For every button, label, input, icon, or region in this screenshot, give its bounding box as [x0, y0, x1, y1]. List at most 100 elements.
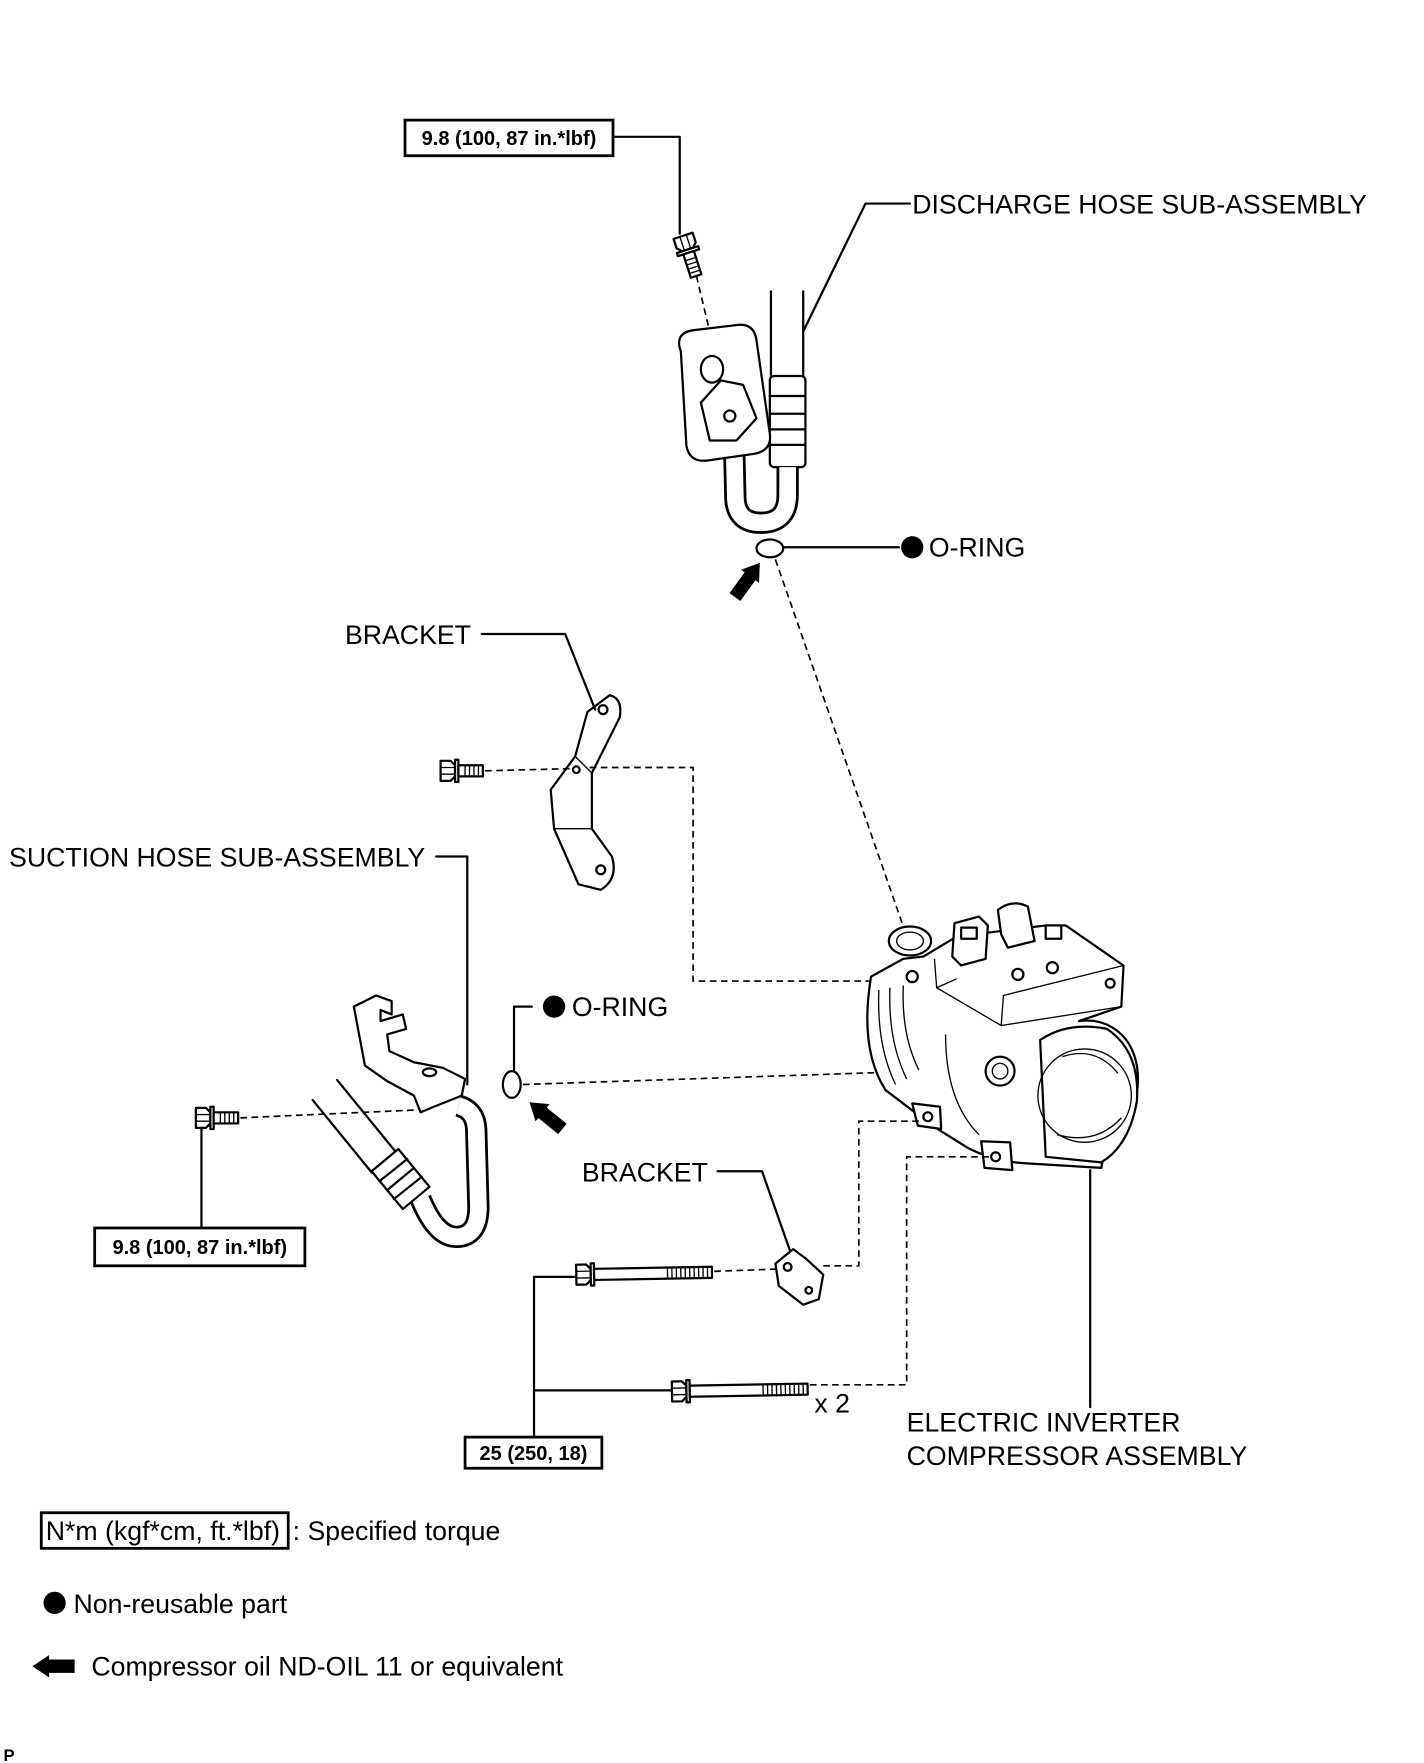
inverter-connector [996, 902, 1036, 949]
leader-line [716, 1170, 791, 1252]
bracket-upper-label: BRACKET [345, 620, 471, 650]
leader-line [802, 202, 912, 333]
o-ring-suction: O-RING [501, 992, 668, 1099]
bracket-lower-label: BRACKET [582, 1157, 708, 1187]
inverter-terminal [1044, 924, 1063, 940]
hose-tube [311, 1078, 398, 1174]
o-ring-discharge: O-RING [755, 533, 1025, 563]
inverter-connector [951, 915, 989, 967]
discharge-port-inner [895, 931, 925, 951]
bracket-lower [774, 1248, 825, 1306]
end-cap-detail [1056, 1052, 1122, 1139]
leader-line [435, 855, 469, 1086]
body-ribs [877, 985, 980, 1136]
inverter-screw [1011, 967, 1025, 982]
assembly-line [485, 766, 906, 982]
torque-box [403, 118, 615, 158]
compressor-oil-arrow-icon [725, 556, 769, 604]
bracket-mount-hole [905, 969, 919, 984]
bracket-hole [804, 1285, 814, 1295]
leader-line [611, 135, 681, 235]
torque-box [463, 1435, 604, 1470]
o-ring-label: O-RING [929, 533, 1025, 563]
legend-compressor-oil-text: Compressor oil ND-OIL 11 or equivalent [91, 1652, 563, 1682]
suction-port-inner [991, 1062, 1009, 1080]
inverter-edges [933, 958, 1124, 1027]
legend-torque-box [39, 1511, 290, 1550]
o-ring [755, 538, 785, 559]
discharge-hose-label: DISCHARGE HOSE SUB-ASSEMBLY [912, 190, 1367, 220]
compressor-oil-arrow-icon [32, 1655, 75, 1678]
inverter-screw [1104, 977, 1116, 989]
discharge-hose-sub-assembly [677, 290, 807, 534]
non-reusable-icon [43, 1591, 66, 1614]
flange-bolt-hole [421, 1067, 438, 1078]
mount-hole [990, 1151, 1002, 1163]
legend: N*m (kgf*cm, ft.*lbf) : Specified torque… [32, 1511, 564, 1682]
discharge-hose-bolt [671, 231, 708, 281]
bracket-lower-callout: BRACKET [582, 1157, 791, 1252]
figure-code: P [3, 1746, 14, 1763]
flange-bolt-hole [699, 354, 725, 384]
non-reusable-icon [542, 995, 566, 1018]
bracket-upper-callout: BRACKET [345, 620, 597, 711]
bracket-hole [782, 1261, 793, 1272]
bracket-hole [597, 704, 609, 716]
bolt-quantity-label: x 2 [814, 1389, 850, 1419]
end-cap [1039, 1025, 1139, 1164]
bracket-hole [595, 864, 607, 876]
suction-hose-sub-assembly [311, 994, 490, 1249]
torque-value: 25 (250, 18) [480, 1443, 588, 1465]
legend-non-reusable: Non-reusable part [43, 1589, 288, 1619]
compressor-label-line-1: ELECTRIC INVERTER [907, 1408, 1181, 1438]
compressor-bolt-lower [670, 1376, 809, 1404]
leader-line [532, 1275, 674, 1439]
fitting-bands [768, 394, 807, 447]
fitting-bands [378, 1157, 423, 1201]
pipe-u-bend-inner [412, 1097, 487, 1246]
torque-value: 9.8 (100, 87 in.*lbf) [112, 1237, 287, 1259]
legend-compressor-oil: Compressor oil ND-OIL 11 or equivalent [32, 1652, 564, 1682]
compressor-bolt-upper [574, 1260, 714, 1287]
suction-hose-callout: SUCTION HOSE SUB-ASSEMBLY [9, 842, 469, 1086]
bracket-bolt [439, 758, 484, 784]
non-reusable-icon [901, 536, 924, 559]
bracket-bend-line [554, 755, 593, 830]
suction-port [984, 1055, 1016, 1087]
assembly-line [774, 559, 905, 927]
bracket-plate [549, 694, 622, 891]
inverter-screw [1045, 961, 1060, 975]
leader-line [480, 632, 597, 711]
o-ring-label: O-RING [572, 992, 668, 1022]
electric-inverter-compressor-assembly [866, 902, 1140, 1172]
mount-hole [922, 1111, 934, 1123]
compressor-oil-arrow-icon [522, 1093, 570, 1138]
torque-box [93, 1226, 307, 1268]
discharge-port [887, 925, 933, 957]
legend-torque-units: N*m (kgf*cm, ft.*lbf) [46, 1516, 280, 1546]
assembly-line [240, 1109, 414, 1119]
flange-port [723, 409, 737, 423]
torque-callout-suction-bolt: 9.8 (100, 87 in.*lbf) [93, 1126, 307, 1268]
bracket-upper [549, 694, 622, 891]
bracket-plate [774, 1248, 825, 1306]
compressor-label-line-2: COMPRESSOR ASSEMBLY [907, 1441, 1248, 1471]
hose-flange [352, 994, 467, 1114]
legend-non-reusable-text: Non-reusable part [74, 1589, 288, 1619]
pipe-u-bend-inner [725, 450, 796, 532]
suction-hose-label: SUCTION HOSE SUB-ASSEMBLY [9, 842, 425, 872]
o-ring [501, 1070, 522, 1099]
torque-value: 9.8 (100, 87 in.*lbf) [422, 128, 597, 150]
legend-torque: N*m (kgf*cm, ft.*lbf) : Specified torque [39, 1511, 501, 1550]
assembly-line [714, 1120, 924, 1273]
connector-latch [960, 926, 978, 940]
compressor-callout: ELECTRIC INVERTER COMPRESSOR ASSEMBLY [907, 1169, 1248, 1471]
hose-fitting [768, 374, 807, 469]
hose-tube [769, 290, 805, 382]
legend-torque-meaning: : Specified torque [293, 1516, 501, 1546]
end-cap-ring [1037, 1048, 1133, 1144]
assembly-line [809, 1155, 991, 1386]
bracket-hole [571, 765, 581, 775]
torque-callout-compressor-bolts: 25 (250, 18) [463, 1275, 674, 1470]
